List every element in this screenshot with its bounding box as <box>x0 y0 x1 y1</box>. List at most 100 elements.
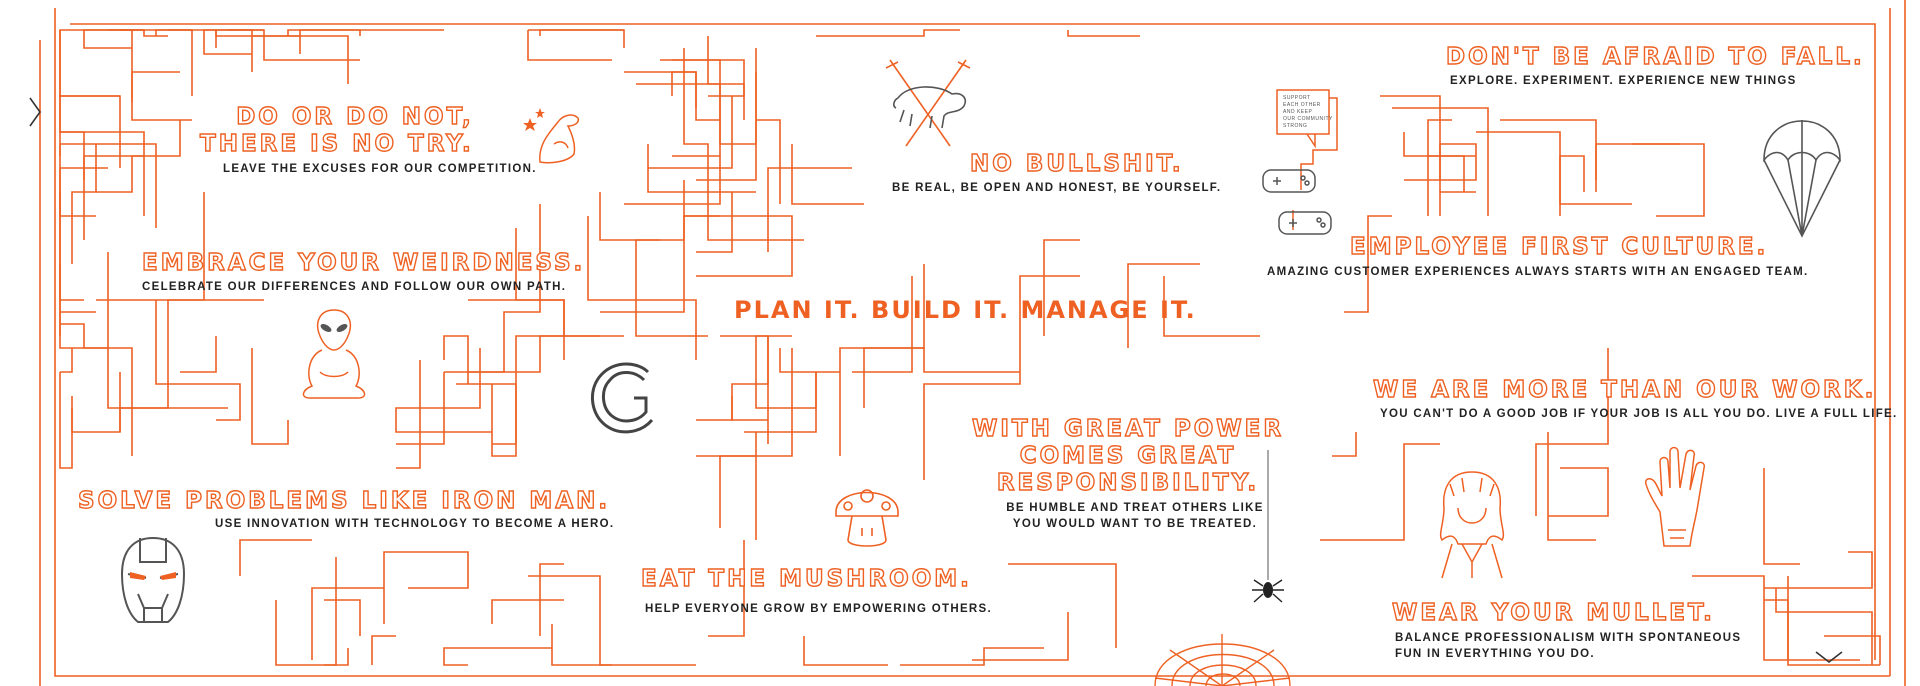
maze-line <box>60 348 73 373</box>
maze-line <box>1067 30 1140 37</box>
maze-line <box>551 624 612 666</box>
maze-line <box>972 612 1069 661</box>
alien-icon <box>302 309 366 399</box>
maze-line <box>468 335 600 373</box>
bubble-line: SUPPORT <box>1283 95 1311 101</box>
maze-line <box>660 59 745 97</box>
maze-line <box>600 215 720 313</box>
value-title-mullet: WEAR YOUR MULLET. <box>1391 599 1715 626</box>
mullet-portrait-icon <box>1439 471 1505 579</box>
maze-line <box>324 599 361 636</box>
maze-line <box>696 396 733 421</box>
maze-line <box>491 599 564 624</box>
maze-line <box>396 360 421 469</box>
spider-icon <box>1154 450 1291 686</box>
maze-line <box>624 71 697 108</box>
maze-line <box>755 348 793 457</box>
maze-line <box>683 48 804 241</box>
maze-line <box>683 180 793 277</box>
maze-line <box>923 275 1080 480</box>
value-subtitle-employee-first: AMAZING CUSTOMER EXPERIENCES ALWAYS STAR… <box>1267 266 1809 278</box>
value-title-more-than-work: WE ARE MORE THAN OUR WORK. <box>1372 376 1877 403</box>
maze-line <box>1535 348 1609 516</box>
chevron-left-icon[interactable] <box>24 96 44 128</box>
maze-line <box>1764 551 1873 589</box>
maze-line <box>1559 155 1585 216</box>
maze-line <box>648 96 733 169</box>
bull-swords-icon <box>885 59 971 147</box>
chevron-down-icon[interactable] <box>1814 648 1844 668</box>
maze-line <box>71 372 121 433</box>
value-subtitle-mushroom: HELP EVERYONE GROW BY EMPOWERING OTHERS. <box>645 603 992 615</box>
maze-line <box>1500 119 1597 180</box>
maze-line <box>168 29 193 96</box>
maze-line <box>744 372 817 433</box>
maze-line <box>251 348 289 445</box>
maze-line <box>696 455 757 540</box>
value-title-employee-first: EMPLOYEE FIRST CULTURE. <box>1349 233 1769 260</box>
maze-line <box>228 29 360 61</box>
maze-line <box>396 372 445 445</box>
maze-line <box>839 347 1020 456</box>
maze-line <box>900 647 1044 666</box>
maze-line <box>863 264 925 408</box>
maze-line <box>59 143 157 228</box>
maze-line <box>1428 155 1465 192</box>
maze-line <box>756 119 781 204</box>
maze-line <box>779 348 840 373</box>
maze-line <box>96 120 181 193</box>
bubble-line: OUR COMMUNITY <box>1283 116 1333 122</box>
value-subtitle-no-bullshit: BE REAL, BE OPEN AND HONEST, BE YOURSELF… <box>892 182 1222 194</box>
value-title-no-bullshit: NO BULLSHIT. <box>969 150 1184 177</box>
maze-line <box>395 348 492 433</box>
maze-line <box>59 192 84 301</box>
maze-line <box>539 563 564 636</box>
maze-line <box>767 167 852 252</box>
maze-line <box>287 29 444 36</box>
maze-line <box>1548 467 1609 517</box>
bubble-line: EACH OTHER <box>1283 102 1321 108</box>
maze-line <box>539 29 624 36</box>
maze-line <box>816 29 960 37</box>
maze-line <box>720 335 769 444</box>
maze-line <box>1163 276 1260 337</box>
maze-line <box>59 30 120 97</box>
maze-line <box>383 551 469 624</box>
tagline: PLAN IT. BUILD IT. MANAGE IT. <box>734 296 1197 324</box>
mushroom-icon <box>835 489 899 547</box>
maze-line <box>1008 563 1117 648</box>
maze-line <box>803 636 888 666</box>
maze-line <box>791 144 864 205</box>
value-title: DO OR DO NOT,THERE IS NO TRY. <box>199 103 474 157</box>
maze-line <box>120 29 168 37</box>
maze-line <box>527 30 612 61</box>
maze-line <box>1764 599 1789 660</box>
flexing-arm-icon <box>523 108 580 164</box>
maze-line <box>1632 143 1705 217</box>
maze-line <box>371 635 396 665</box>
maze-line <box>324 648 349 666</box>
maze-line <box>1547 432 1596 541</box>
value-title-embrace-weirdness: EMBRACE YOUR WEIRDNESS. <box>141 249 586 276</box>
maze-line <box>59 372 73 469</box>
maze-line <box>599 192 685 241</box>
bubble-line: AND KEEP <box>1283 109 1312 115</box>
maze-line <box>239 539 312 576</box>
value-do-or-do-not: DO OR DO NOT,THERE IS NO TRY. <box>199 103 474 158</box>
value-title-iron-man: SOLVE PROBLEMS LIKE IRON MAN. <box>77 487 611 514</box>
value-subtitle-do-or-do-not: LEAVE THE EXCUSES FOR OUR COMPETITION. <box>223 163 537 175</box>
maze-line <box>1332 432 1357 457</box>
maze-line <box>1763 468 1800 565</box>
value-subtitle-more-than-work: YOU CAN'T DO A GOOD JOB IF YOUR JOB IS A… <box>1380 408 1898 420</box>
maze-line <box>443 335 469 384</box>
maze-line <box>60 323 133 456</box>
power-logo-icon <box>591 362 654 434</box>
maze-line <box>468 299 565 336</box>
value-subtitle-dont-be-afraid: EXPLORE. EXPERIMENT. EXPERIENCE NEW THIN… <box>1450 75 1797 87</box>
maze-line <box>131 71 192 121</box>
vulcan-salute-icon <box>1644 446 1706 547</box>
bubble-line: STRONG <box>1283 123 1307 129</box>
